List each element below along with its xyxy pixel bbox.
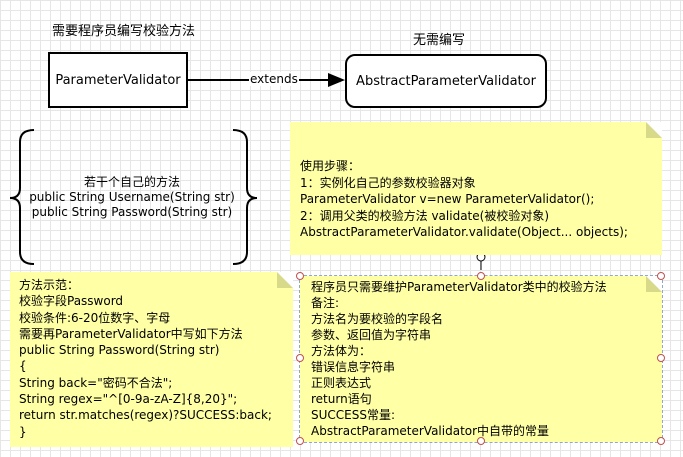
note-line: 方法体为：	[311, 344, 372, 358]
usage-steps-note[interactable]: 使用步骤： 1：实例化自己的参数校验器对象 ParameterValidator…	[290, 122, 662, 255]
resize-handle-top[interactable]	[477, 272, 485, 280]
note-line: 2：调用父类的校验方法 validate(被校验对象)	[300, 208, 549, 223]
note-line: 1：实例化自己的参数校验器对象	[300, 175, 476, 190]
resize-handle-top-left[interactable]	[296, 272, 304, 280]
brace-methods-text: 若干个自己的方法 public String Username(String s…	[22, 175, 242, 220]
note-line: 错误信息字符串	[311, 360, 396, 374]
extends-label: extends	[249, 72, 299, 86]
brace-line: 若干个自己的方法	[83, 175, 180, 189]
note-line: 备注:	[311, 296, 340, 310]
note-line: return str.matches(regex)?SUCCESS:back;	[19, 408, 272, 423]
caption-programmer-writes: 需要程序员编写校验方法	[52, 24, 196, 39]
resize-handle-bottom-right[interactable]	[657, 437, 665, 445]
note-line: 程序员只需要维护ParameterValidator类中的校验方法	[311, 280, 607, 294]
method-example-note[interactable]: 方法示范： 校验字段Password 校验条件:6-20位数字、字母 需要再Pa…	[10, 272, 293, 447]
parameter-validator-label: ParameterValidator	[55, 72, 181, 88]
note-line: 使用步骤：	[300, 159, 361, 173]
note-line: 校验条件:6-20位数字、字母	[19, 310, 171, 325]
note-line: return语句	[311, 392, 372, 406]
parameter-validator-box[interactable]: ParameterValidator	[48, 52, 188, 108]
note-fold-corner	[646, 122, 662, 138]
remarks-note[interactable]: 程序员只需要维护ParameterValidator类中的校验方法 备注: 方法…	[299, 275, 663, 443]
note-line: String regex="^[0-9a-zA-Z]{8,20}";	[19, 392, 238, 407]
brace-line: public String Password(String str)	[31, 205, 233, 219]
right-curly-brace	[232, 129, 258, 265]
note-fold-corner	[277, 272, 293, 288]
brace-line: public String Username(String str)	[29, 190, 235, 204]
resize-handle-right[interactable]	[657, 354, 665, 362]
note-line: AbstractParameterValidator中自带的常量	[311, 424, 550, 438]
note-line: 校验字段Password	[19, 294, 124, 309]
note-line: 方法名为要校验的字段名	[311, 312, 444, 326]
note-line: 方法示范：	[19, 278, 80, 292]
note-line: 正则表达式	[311, 376, 372, 390]
note-line: SUCCESS常量:	[311, 408, 396, 422]
left-curly-brace	[9, 129, 35, 265]
abstract-parameter-validator-box[interactable]: AbstractParameterValidator	[345, 54, 547, 108]
note-line: ParameterValidator v=new ParameterValida…	[300, 192, 595, 206]
note-line: {	[19, 359, 27, 374]
note-line: }	[19, 424, 27, 439]
resize-handle-bottom[interactable]	[477, 437, 485, 445]
resize-handle-bottom-left[interactable]	[296, 437, 304, 445]
note-fold-corner	[646, 276, 662, 292]
abstract-parameter-validator-label: AbstractParameterValidator	[356, 73, 536, 89]
note-line: AbstractParameterValidator.validate(Obje…	[300, 225, 628, 239]
note-line: public String Password(String str)	[19, 343, 220, 358]
resize-handle-top-right[interactable]	[657, 272, 665, 280]
note-line: 需要再ParameterValidator中写如下方法	[19, 326, 243, 341]
caption-no-need-to-write: 无需编写	[413, 33, 466, 48]
note-line: String back="密码不合法";	[19, 375, 173, 390]
note-line: 参数、返回值为字符串	[311, 328, 432, 342]
extends-arrowhead	[328, 73, 345, 87]
resize-handle-left[interactable]	[296, 354, 304, 362]
